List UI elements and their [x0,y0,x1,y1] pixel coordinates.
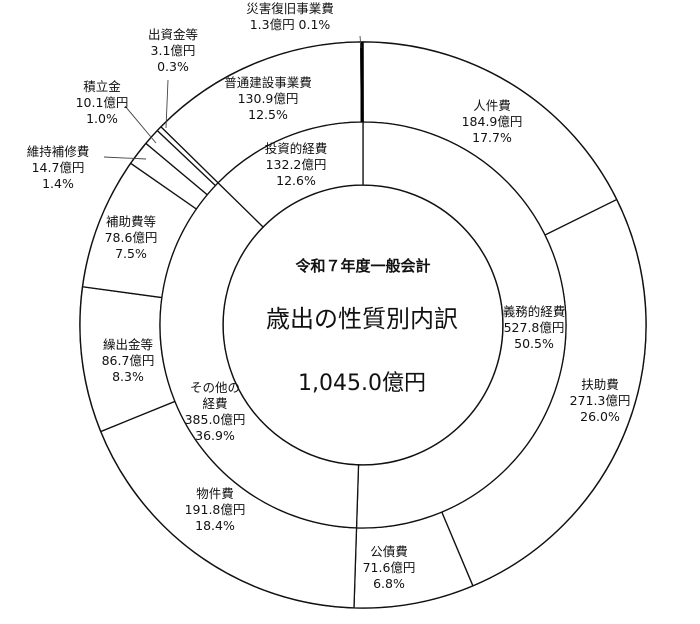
center-heading: 令和７年度一般会計 [295,257,430,275]
leader-line [165,79,169,129]
ring-segments [79,41,647,609]
inner-slice [217,121,364,228]
leader-line [359,35,362,49]
inner-slice [159,181,360,529]
leader-line [124,105,157,144]
inner-slice [355,121,567,529]
leader-lines [103,35,362,160]
center-total: 1,045.0億円 [298,371,426,396]
center-title: 歳出の性質別内訳 [266,305,458,333]
leader-line [103,156,147,160]
